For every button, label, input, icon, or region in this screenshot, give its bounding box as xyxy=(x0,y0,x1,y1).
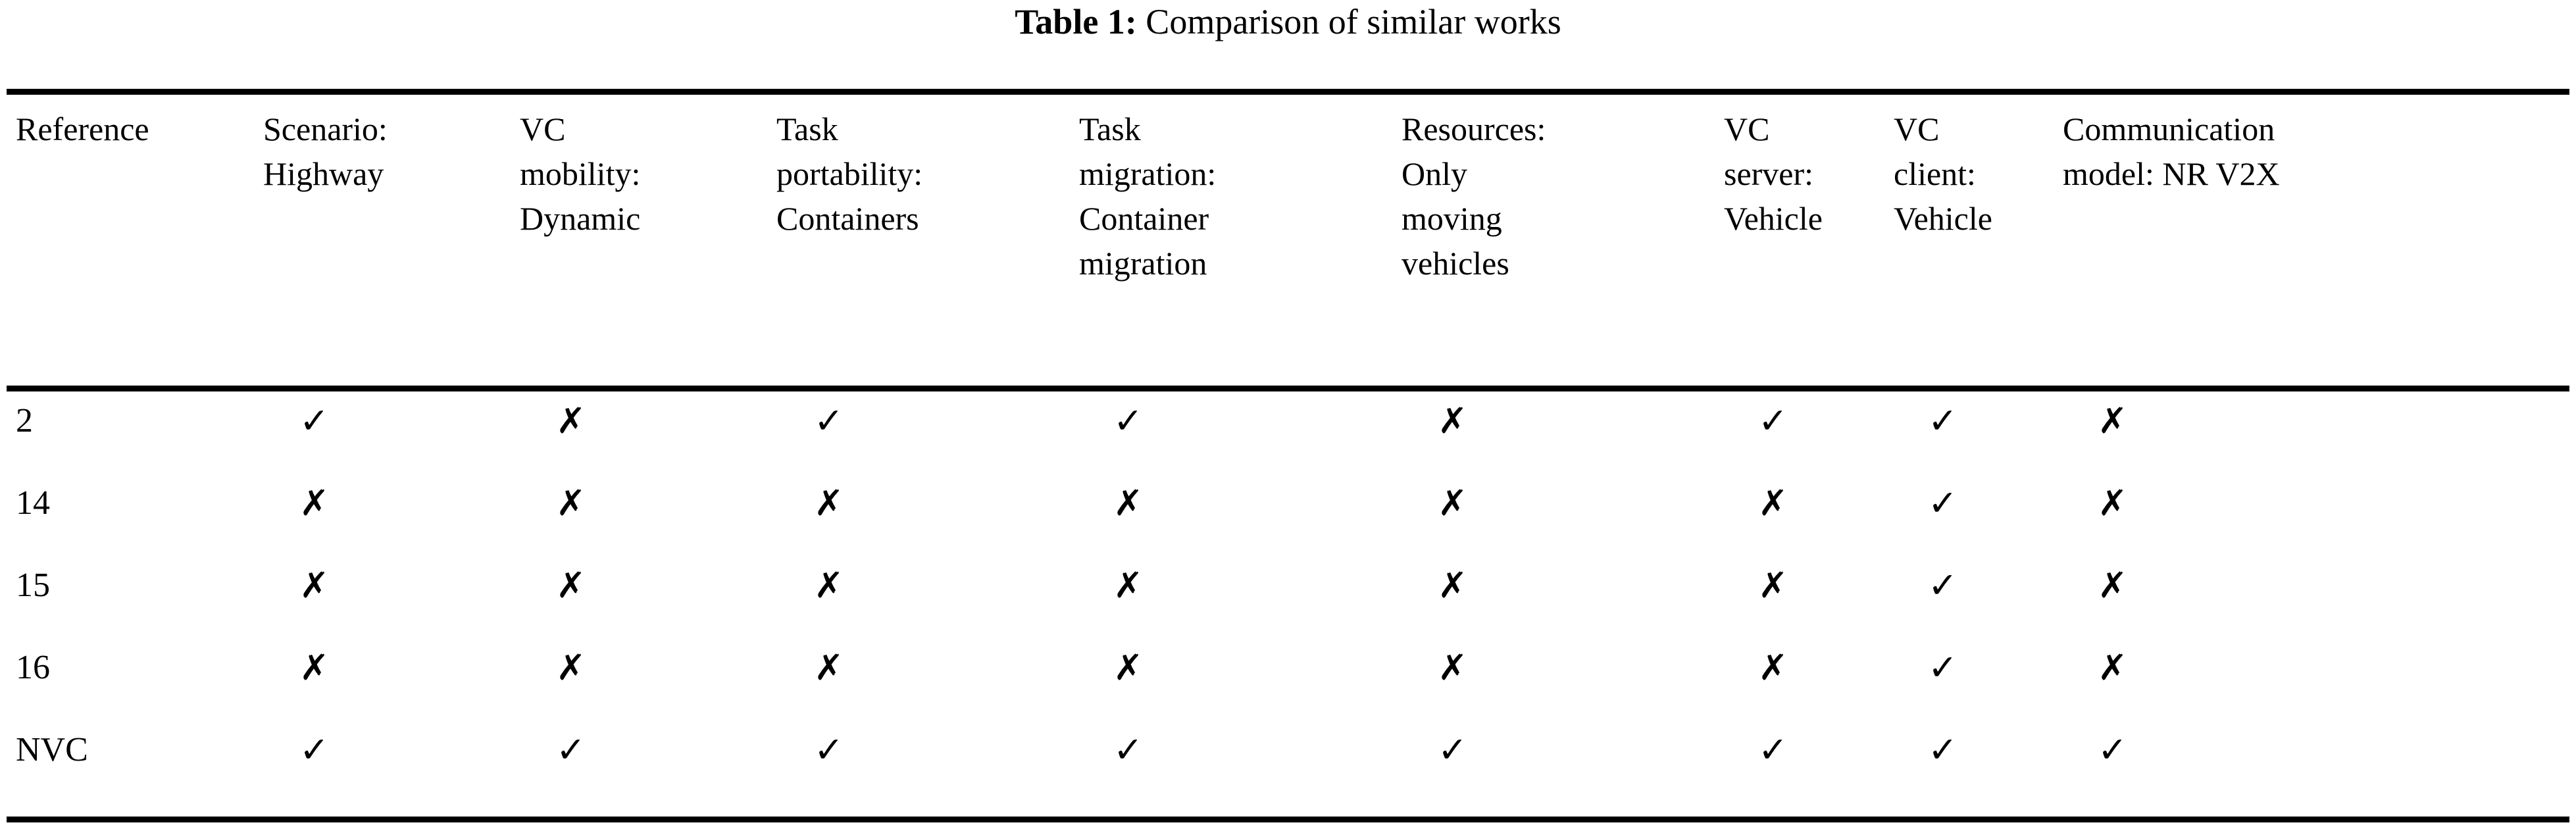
cell-resources-mark: ✗ xyxy=(1438,565,1468,606)
cell-task-migration-mark: ✗ xyxy=(1113,647,1144,688)
cell-resources-mark: ✗ xyxy=(1438,482,1468,524)
caption-text: Comparison of similar works xyxy=(1146,2,1561,41)
cell-vc-client-mark: ✓ xyxy=(1928,482,1958,524)
cell-vc-client-mark: ✓ xyxy=(1928,400,1958,441)
cell-communication-model-mark: ✗ xyxy=(2098,400,2128,441)
column-header-task-migration: Task migration: Container migration xyxy=(1079,111,1217,282)
caption-label: Table 1: xyxy=(1015,2,1137,41)
cell-task-migration-mark: ✓ xyxy=(1113,400,1144,441)
table-caption: Table 1: Comparison of similar works xyxy=(0,1,2576,42)
cell-vc-server-mark: ✓ xyxy=(1758,400,1788,441)
cell-scenario-mark: ✗ xyxy=(299,482,330,524)
cell-vc-server-mark: ✗ xyxy=(1758,647,1788,688)
cell-scenario-mark: ✗ xyxy=(299,647,330,688)
cell-communication-model-mark: ✗ xyxy=(2098,482,2128,524)
cell-task-portability-mark: ✓ xyxy=(814,729,844,770)
cell-task-portability-mark: ✗ xyxy=(814,482,844,524)
cell-scenario-mark: ✓ xyxy=(299,729,330,770)
table-rule-middle xyxy=(7,386,2569,391)
column-header-reference: Reference xyxy=(16,111,149,147)
row-reference: NVC xyxy=(16,731,88,768)
cell-vc-client-mark: ✓ xyxy=(1928,565,1958,606)
table-row: 2 ✓ ✗ ✓ ✓ ✗ ✓ ✓ ✗ xyxy=(0,398,2576,477)
cell-vc-client-mark: ✓ xyxy=(1928,647,1958,688)
cell-communication-model-mark: ✗ xyxy=(2098,565,2128,606)
cell-task-portability-mark: ✓ xyxy=(814,400,844,441)
row-reference: 15 xyxy=(16,567,50,604)
table-row: 16 ✗ ✗ ✗ ✗ ✗ ✗ ✓ ✗ xyxy=(0,645,2576,724)
cell-vc-mobility-mark: ✗ xyxy=(556,565,586,606)
cell-task-migration-mark: ✓ xyxy=(1113,729,1144,770)
cell-resources-mark: ✗ xyxy=(1438,647,1468,688)
column-header-scenario: Scenario: Highway xyxy=(263,111,388,192)
table-rule-top xyxy=(7,89,2569,95)
cell-scenario-mark: ✗ xyxy=(299,565,330,606)
cell-vc-mobility-mark: ✗ xyxy=(556,482,586,524)
cell-resources-mark: ✓ xyxy=(1438,729,1468,770)
cell-vc-mobility-mark: ✗ xyxy=(556,647,586,688)
table-row: NVC ✓ ✓ ✓ ✓ ✓ ✓ ✓ ✓ xyxy=(0,727,2576,806)
cell-communication-model-mark: ✓ xyxy=(2098,729,2128,770)
cell-task-portability-mark: ✗ xyxy=(814,647,844,688)
row-reference: 16 xyxy=(16,649,50,686)
cell-task-migration-mark: ✗ xyxy=(1113,565,1144,606)
column-header-task-portability: Task portability: Containers xyxy=(776,111,923,237)
table-row: 14 ✗ ✗ ✗ ✗ ✗ ✗ ✓ ✗ xyxy=(0,480,2576,559)
cell-vc-mobility-mark: ✗ xyxy=(556,400,586,441)
cell-vc-client-mark: ✓ xyxy=(1928,729,1958,770)
column-header-vc-client: VC client: Vehicle xyxy=(1894,111,1992,237)
table-header-row: Reference Scenario: Highway VC mobility:… xyxy=(0,107,2576,383)
cell-vc-mobility-mark: ✓ xyxy=(556,729,586,770)
table-rule-bottom xyxy=(7,817,2569,822)
column-header-vc-server: VC server: Vehicle xyxy=(1724,111,1823,237)
column-header-communication-model: Communication model: NR V2X xyxy=(2063,111,2280,192)
cell-scenario-mark: ✓ xyxy=(299,400,330,441)
table-row: 15 ✗ ✗ ✗ ✗ ✗ ✗ ✓ ✗ xyxy=(0,563,2576,642)
cell-communication-model-mark: ✗ xyxy=(2098,647,2128,688)
cell-vc-server-mark: ✗ xyxy=(1758,565,1788,606)
cell-task-migration-mark: ✗ xyxy=(1113,482,1144,524)
row-reference: 14 xyxy=(16,484,50,522)
column-header-resources: Resources: Only moving vehicles xyxy=(1402,111,1546,282)
cell-vc-server-mark: ✗ xyxy=(1758,482,1788,524)
cell-resources-mark: ✗ xyxy=(1438,400,1468,441)
row-reference: 2 xyxy=(16,402,33,440)
column-header-vc-mobility: VC mobility: Dynamic xyxy=(520,111,641,237)
cell-task-portability-mark: ✗ xyxy=(814,565,844,606)
cell-vc-server-mark: ✓ xyxy=(1758,729,1788,770)
